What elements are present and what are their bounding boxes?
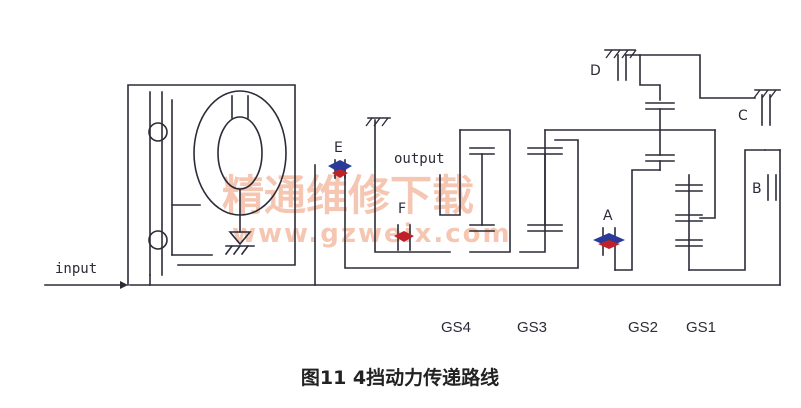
gear-set-gs2: [645, 102, 716, 171]
watermark-en: www.gzweix.com: [232, 219, 512, 249]
label-a: A: [603, 208, 613, 224]
output-shaft: output: [394, 129, 461, 216]
input-arrow-icon: [120, 281, 128, 289]
gear-set-label: GS4: [441, 319, 471, 336]
ground-symbol-d: [604, 49, 637, 59]
gear-set-labels: GS4 GS3 GS2 GS1: [441, 319, 716, 336]
brake-b: B: [752, 149, 781, 286]
label-b: B: [752, 181, 762, 197]
main-shaft: [129, 119, 781, 286]
gear-set-gs3: [519, 129, 661, 253]
gear-set-label: GS1: [686, 319, 716, 336]
label-e: E: [334, 140, 343, 156]
ground-symbol-e: [365, 117, 391, 127]
brake-d: D: [590, 54, 756, 101]
label-d: D: [590, 63, 601, 79]
clutch-a: A: [593, 169, 661, 271]
watermark-cn: 精通维修下载: [222, 171, 474, 220]
input-label: input: [55, 261, 97, 277]
engaged-marker-f-icon: [394, 231, 414, 242]
clutch-f: F: [394, 201, 414, 251]
label-f: F: [398, 201, 406, 217]
ground-symbol-c: [753, 89, 781, 99]
gear-set-gs4: [459, 129, 511, 253]
figure-caption: 图11 4挡动力传递路线: [301, 366, 499, 389]
gear-set-label: GS2: [628, 319, 658, 336]
input-shaft: input: [44, 261, 128, 289]
engaged-marker-e-icon: [328, 160, 352, 173]
gear-set-label: GS3: [517, 319, 547, 336]
label-c: C: [738, 108, 748, 124]
output-label: output: [394, 151, 445, 167]
brake-c: C: [738, 94, 771, 126]
clutch-e: E: [328, 140, 352, 179]
gear-set-gs1: [675, 129, 766, 271]
watermark: 精通维修下载 www.gzweix.com: [222, 171, 512, 249]
torque-converter: [127, 84, 296, 286]
